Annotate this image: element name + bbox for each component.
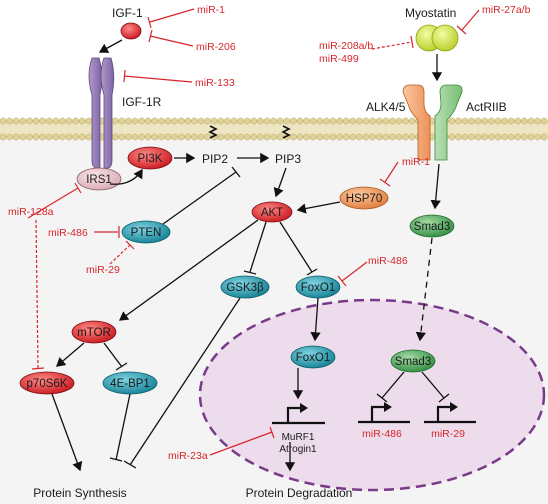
inhibition-edges bbox=[103, 166, 450, 469]
svg-text:Smad3: Smad3 bbox=[414, 221, 450, 233]
irs1-node: IRS1 bbox=[76, 167, 122, 191]
svg-text:HSP70: HSP70 bbox=[346, 193, 382, 205]
svg-text:Smad3: Smad3 bbox=[395, 356, 431, 368]
mir206-label: miR-206 bbox=[196, 41, 236, 53]
svg-text:AKT: AKT bbox=[261, 207, 283, 219]
mir499-label: miR-499 bbox=[319, 53, 359, 65]
murf1-gene bbox=[272, 403, 325, 425]
foxo1-nuclear-node: FoxO1 bbox=[290, 345, 336, 369]
pip2-label: PIP2 bbox=[202, 152, 228, 166]
svg-text:p70S6K: p70S6K bbox=[27, 378, 68, 390]
nucleus bbox=[198, 298, 546, 492]
alk-label: ALK4/5 bbox=[366, 100, 406, 114]
protein-synthesis-label: Protein Synthesis bbox=[33, 486, 126, 500]
pten-node: PTEN bbox=[121, 220, 171, 244]
mir29-pten-label: miR-29 bbox=[86, 264, 120, 276]
svg-text:FoxO1: FoxO1 bbox=[296, 352, 331, 364]
pip2-lipid-icon bbox=[208, 125, 218, 139]
mir133-label: miR-133 bbox=[195, 77, 235, 89]
mir23a-label: miR-23a bbox=[168, 450, 208, 462]
mir486-foxo-label: miR-486 bbox=[368, 255, 408, 267]
svg-text:PTEN: PTEN bbox=[131, 227, 162, 239]
protein-degradation-label: Protein Degradation bbox=[246, 486, 353, 500]
svg-text:GSK3β: GSK3β bbox=[226, 282, 264, 294]
myostatin-ligand-b bbox=[431, 24, 459, 52]
igf1r-receptor bbox=[88, 57, 115, 169]
hsp70-node: HSP70 bbox=[339, 186, 389, 210]
cell-membrane bbox=[0, 117, 548, 141]
igf1-label: IGF-1 bbox=[112, 6, 143, 20]
alk-actriib-receptor bbox=[402, 84, 463, 161]
svg-text:4E-BP1: 4E-BP1 bbox=[110, 378, 150, 390]
gsk3b-node: GSK3β bbox=[220, 275, 270, 299]
mir29-gene-label: miR-29 bbox=[431, 428, 465, 440]
smad3-nuclear-node: Smad3 bbox=[390, 349, 436, 373]
mir27ab-label: miR-27a/b bbox=[482, 4, 531, 16]
mir1-hsp-label: miR-1 bbox=[402, 156, 430, 168]
igf1r-label: IGF-1R bbox=[122, 95, 162, 109]
svg-text:mTOR: mTOR bbox=[77, 327, 111, 339]
activation-edges bbox=[51, 39, 443, 472]
atrogin1-label: Atrogin1 bbox=[279, 444, 317, 455]
mir486-gene-label: miR-486 bbox=[362, 428, 402, 440]
mir486-pten-label: miR-486 bbox=[48, 227, 88, 239]
actriib-label: ActRIIB bbox=[466, 100, 507, 114]
mir29-gene bbox=[424, 402, 476, 424]
pip3-lipid-icon bbox=[281, 125, 291, 139]
mir486-gene bbox=[358, 402, 410, 424]
igf1-ligand bbox=[120, 22, 142, 40]
mir1-igf-label: miR-1 bbox=[197, 4, 225, 16]
pip3-label: PIP3 bbox=[275, 152, 301, 166]
svg-text:IRS1: IRS1 bbox=[86, 174, 112, 186]
akt-node: AKT bbox=[251, 201, 293, 223]
myostatin-label: Myostatin bbox=[405, 6, 456, 20]
pi3k-node: PI3K bbox=[127, 146, 173, 170]
mtor-node: mTOR bbox=[71, 320, 117, 344]
smad3-node: Smad3 bbox=[409, 214, 455, 238]
svg-text:PI3K: PI3K bbox=[138, 153, 163, 165]
svg-text:FoxO1: FoxO1 bbox=[301, 282, 336, 294]
foxo1-node: FoxO1 bbox=[295, 275, 341, 299]
4ebp1-node: 4E-BP1 bbox=[102, 371, 158, 395]
mir208ab-label: miR-208a/b bbox=[319, 40, 373, 52]
p70s6k-node: p70S6K bbox=[19, 371, 75, 395]
mirna-inhibition-edges bbox=[27, 8, 480, 456]
murf1-label: MuRF1 bbox=[282, 432, 315, 443]
